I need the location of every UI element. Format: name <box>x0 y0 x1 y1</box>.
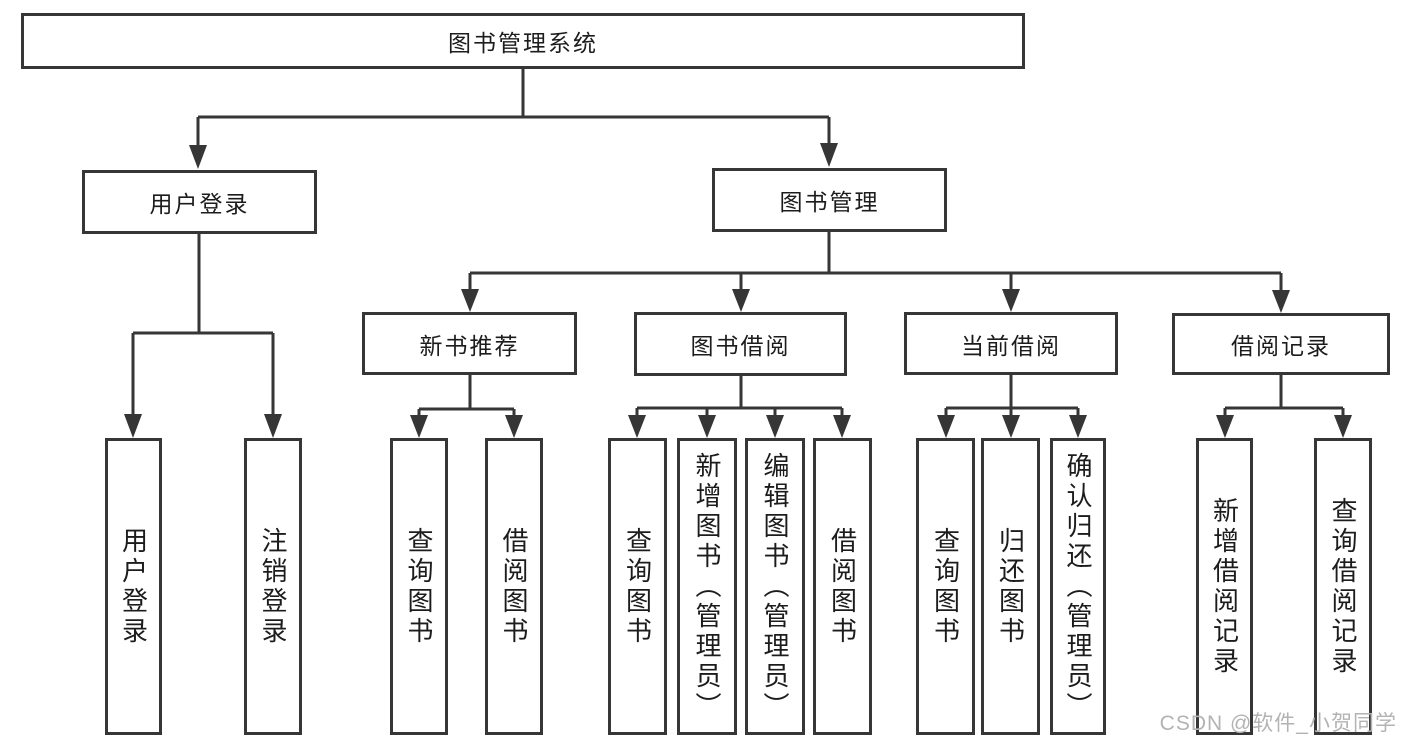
connector-book-borrow-children <box>635 376 844 417</box>
node-leaf-edit-book-admin: 编辑图书（管理员） <box>745 438 805 735</box>
arrowheads-level2 <box>189 143 838 169</box>
arrowheads-user-login-children <box>124 414 282 438</box>
node-label: 新书推荐 <box>419 332 520 359</box>
csdn-watermark: CSDN @软件_小贺同学 <box>1159 712 1397 735</box>
arrowheads-current-borrow-children <box>937 415 1087 438</box>
node-new-book-recommend: 新书推荐 <box>362 312 577 375</box>
connector-current-borrow-children <box>944 375 1080 417</box>
node-label: 当前借阅 <box>961 332 1061 359</box>
arrowheads-book-borrow-children <box>628 415 851 438</box>
connector-borrow-record-children <box>1223 375 1345 417</box>
node-label: 借阅图书 <box>499 526 529 647</box>
node-leaf-query-borrow-record: 查询借阅记录 <box>1314 438 1372 735</box>
arrowheads-book-mgmt-children <box>461 289 1290 313</box>
arrowheads-new-book-rec-children <box>410 415 523 438</box>
node-system-root: 图书管理系统 <box>21 13 1025 69</box>
node-label: 图书管理 <box>779 189 880 215</box>
node-label: 用户登录 <box>118 526 149 647</box>
node-book-management: 图书管理 <box>712 168 947 232</box>
connector-user-login-children <box>131 234 275 415</box>
node-label: 查询图书 <box>404 526 434 647</box>
node-label: 查询借阅记录 <box>1328 496 1358 677</box>
node-label: 查询图书 <box>930 526 961 647</box>
node-leaf-confirm-return-admin: 确认归还（管理员） <box>1050 438 1106 735</box>
node-leaf-logout: 注销登录 <box>244 438 302 735</box>
connector-new-book-rec-children <box>417 375 516 417</box>
node-leaf-rec-query-book: 查询图书 <box>390 438 448 735</box>
node-leaf-rec-borrow-book: 借阅图书 <box>485 438 543 735</box>
node-leaf-borrow-borrow-book: 借阅图书 <box>813 438 872 735</box>
node-label: 图书管理系统 <box>448 30 598 56</box>
node-leaf-add-book-admin: 新增图书（管理员） <box>677 438 737 735</box>
node-label: 用户登录 <box>149 191 250 217</box>
arrowheads-borrow-record-children <box>1216 415 1352 438</box>
node-book-borrow: 图书借阅 <box>634 312 847 376</box>
node-current-borrow: 当前借阅 <box>904 312 1118 375</box>
node-label: 查询图书 <box>622 526 653 647</box>
node-label: 借阅记录 <box>1231 333 1331 359</box>
node-leaf-current-query-book: 查询图书 <box>916 438 975 735</box>
node-label: 注销登录 <box>258 526 288 647</box>
connector-root-to-level2 <box>196 69 831 147</box>
node-leaf-borrow-query-book: 查询图书 <box>608 438 667 735</box>
node-label: 确认归还（管理员） <box>1063 451 1093 722</box>
node-label: 新增借阅记录 <box>1209 496 1240 677</box>
node-user-login: 用户登录 <box>82 170 317 234</box>
node-leaf-return-book: 归还图书 <box>981 438 1040 735</box>
node-leaf-add-borrow-record: 新增借阅记录 <box>1196 438 1253 735</box>
connector-book-mgmt-children <box>468 232 1283 291</box>
node-borrow-record: 借阅记录 <box>1172 313 1390 375</box>
node-label: 新增图书（管理员） <box>692 451 722 722</box>
node-label: 归还图书 <box>995 526 1026 647</box>
node-label: 图书借阅 <box>690 333 791 359</box>
node-label: 编辑图书（管理员） <box>760 451 790 722</box>
node-leaf-user-login: 用户登录 <box>105 438 162 735</box>
node-label: 借阅图书 <box>827 526 858 647</box>
